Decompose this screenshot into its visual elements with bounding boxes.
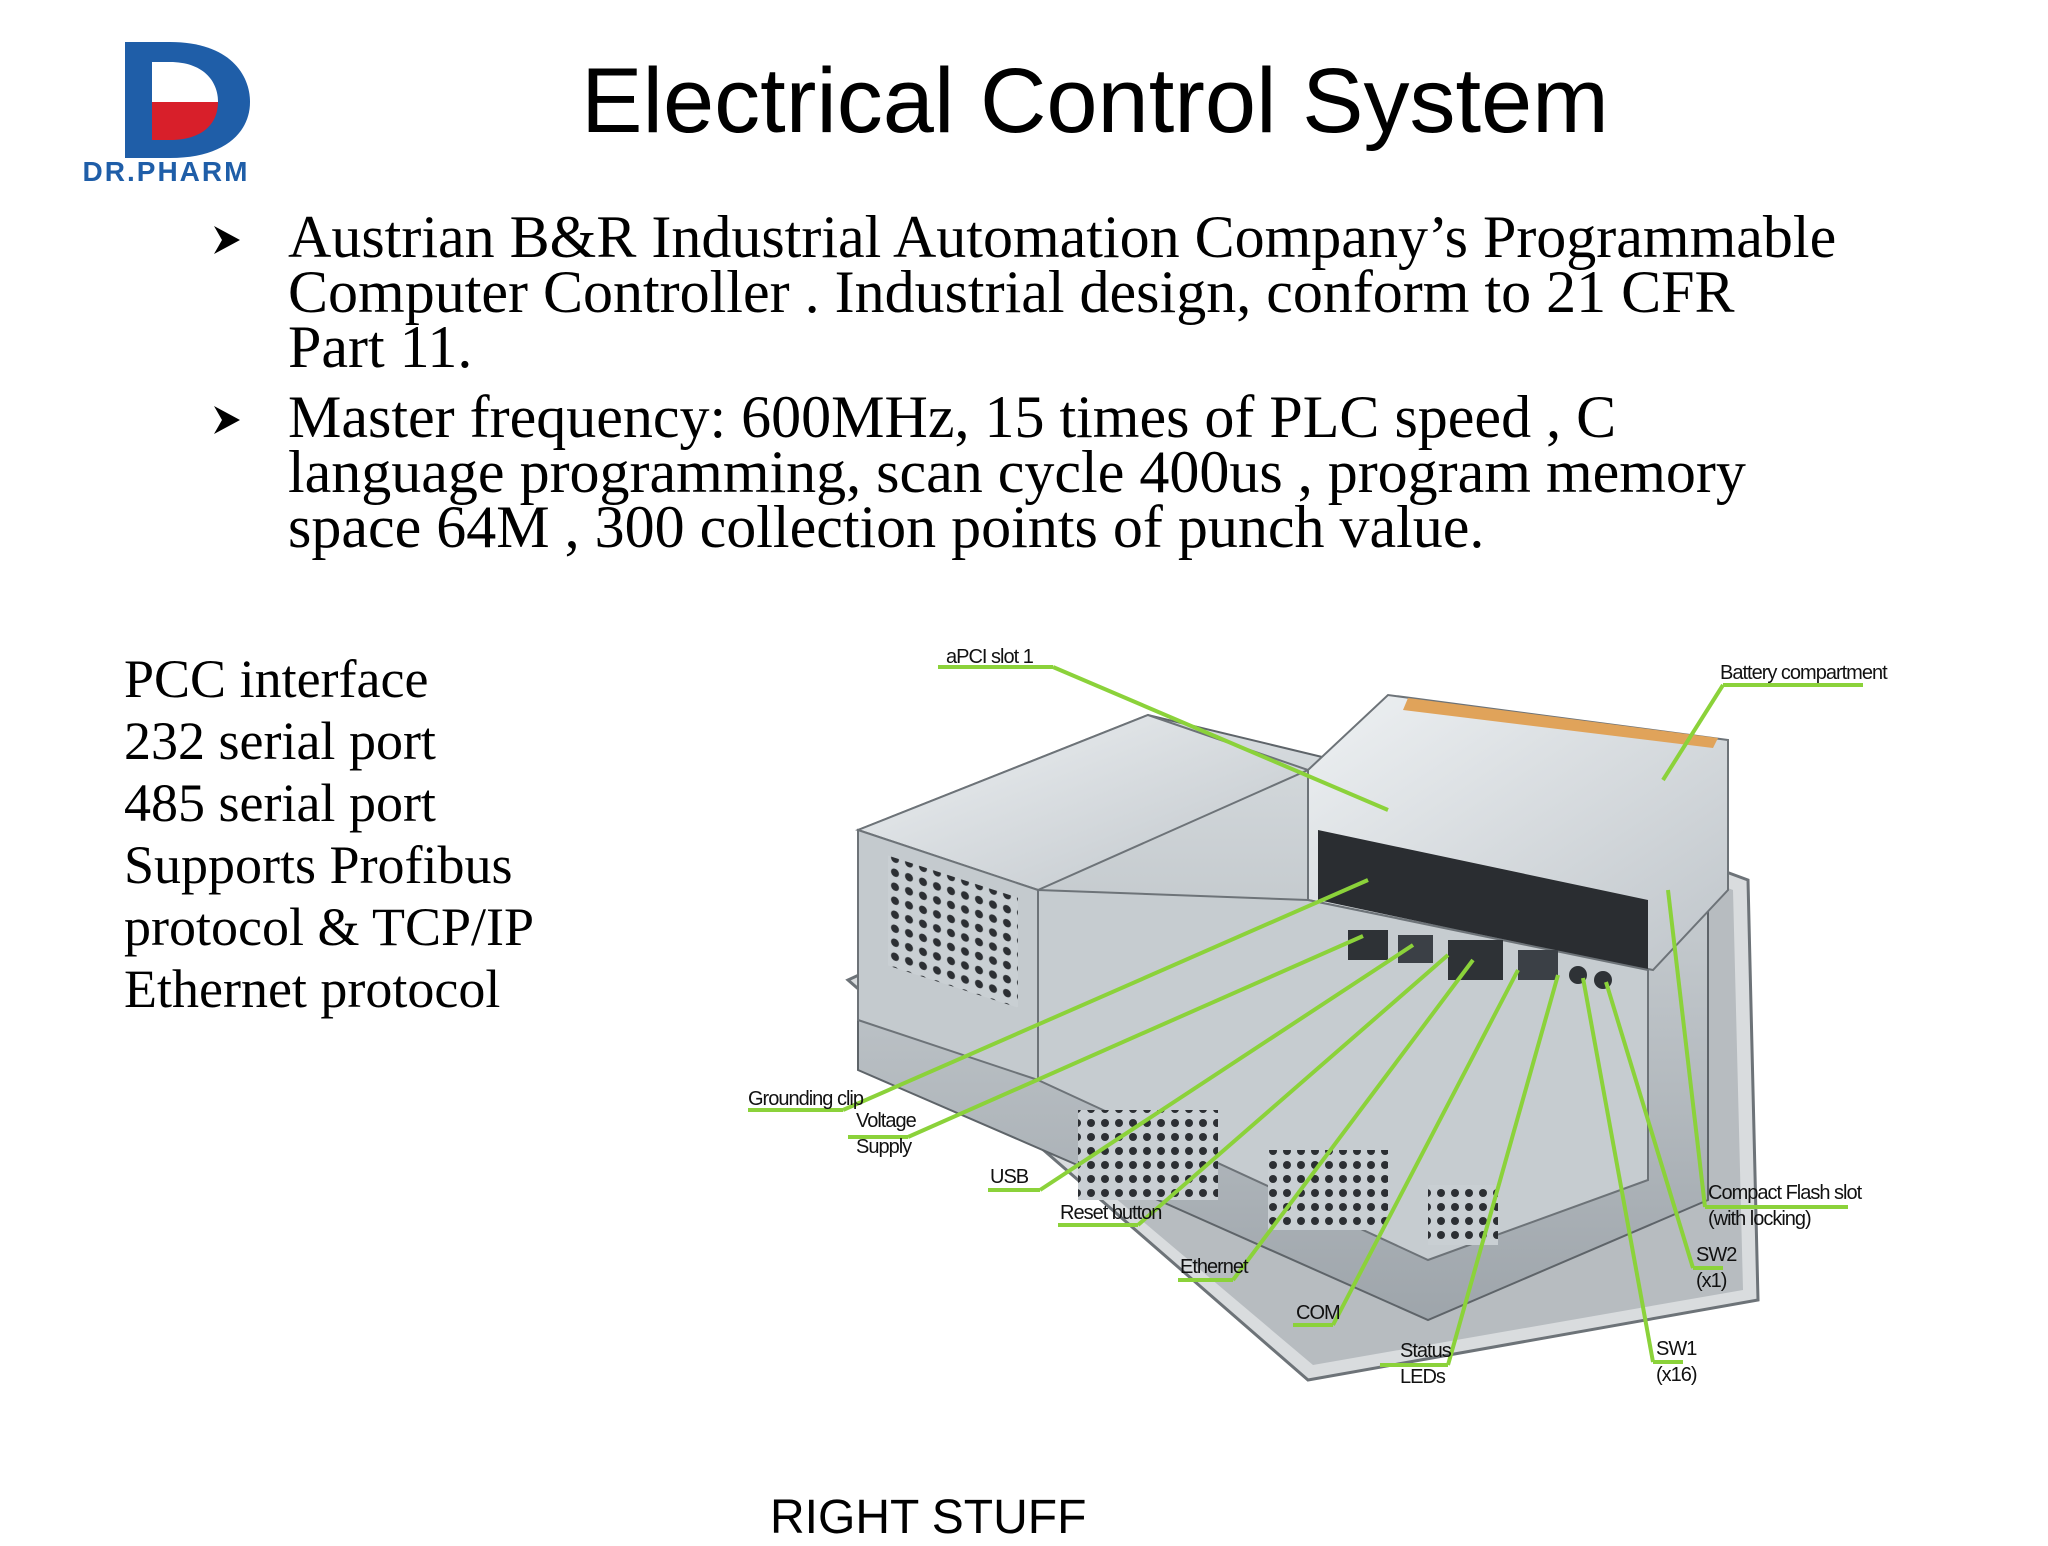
arrow-bullet-icon: [214, 406, 240, 434]
list-item: Supports Profibus: [124, 835, 513, 895]
callout-apci-slot: aPCI slot 1: [946, 646, 1034, 668]
controller-diagram: aPCI slot 1 Battery compartment Groundin…: [748, 640, 1908, 1420]
callout-sw2: SW2 (x1): [1696, 1244, 1737, 1292]
list-item: PCC interface: [124, 649, 429, 709]
list-item: protocol & TCP/IP: [124, 897, 535, 957]
callout-com: COM: [1296, 1302, 1341, 1324]
interface-list: PCC interface 232 serial port 485 serial…: [124, 648, 724, 1020]
callout-usb: USB: [990, 1166, 1029, 1188]
callout-reset-button: Reset button: [1060, 1202, 1162, 1224]
arrow-bullet-icon: [214, 226, 240, 254]
callout-status-leds: Status LEDs: [1400, 1340, 1452, 1388]
bullet-text: Austrian B&R Industrial Automation Compa…: [288, 204, 1837, 380]
footer-text: RIGHT STUFF: [770, 1491, 1087, 1544]
slide-title: Electrical Control System: [581, 50, 1609, 152]
callout-compact-flash: Compact Flash slot (with locking): [1708, 1182, 1862, 1230]
list-item: Ethernet protocol: [124, 959, 501, 1019]
list-item: 485 serial port: [124, 773, 436, 833]
dr-pharm-logo-icon: [125, 42, 250, 158]
callout-sw1: SW1 (x16): [1656, 1338, 1698, 1386]
controller-illustration: [748, 665, 1863, 1382]
callout-ethernet: Ethernet: [1180, 1256, 1249, 1278]
callout-grounding-clip: Grounding clip: [748, 1088, 864, 1110]
logo-wordmark: DR.PHARM: [82, 156, 250, 187]
callout-battery-compartment: Battery compartment: [1720, 662, 1888, 684]
callout-voltage-supply: Voltage Supply: [856, 1110, 917, 1158]
bullet-text: Master frequency: 600MHz, 15 times of PL…: [288, 384, 1746, 560]
company-logo: DR.PHARM: [60, 40, 270, 190]
list-item: 232 serial port: [124, 711, 436, 771]
